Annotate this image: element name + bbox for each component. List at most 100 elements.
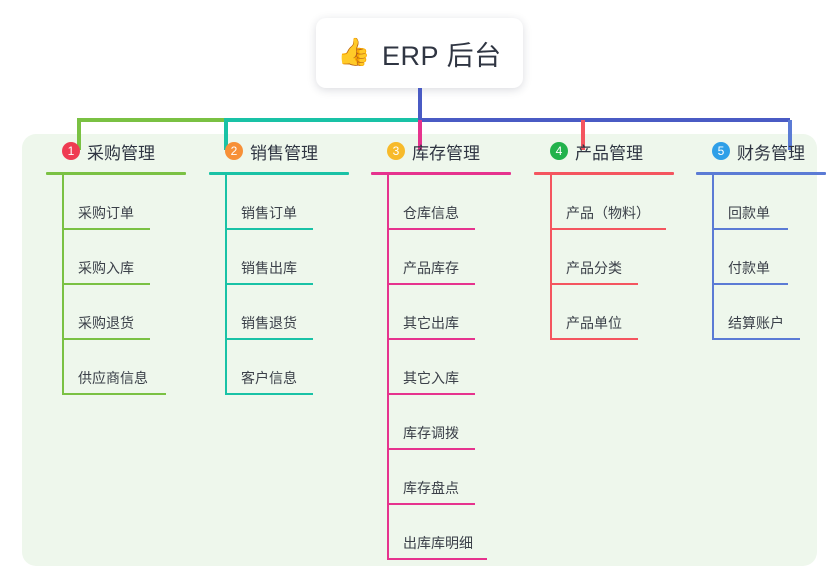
leaf-rule bbox=[712, 228, 788, 230]
thumbs-up-icon: 👍 bbox=[337, 36, 372, 67]
leaf-rule bbox=[387, 558, 487, 560]
leaf-label: 回款单 bbox=[728, 205, 770, 221]
leaf-rule bbox=[550, 283, 638, 285]
leaf-rule bbox=[62, 228, 150, 230]
column-rule-2 bbox=[209, 172, 349, 175]
leaf-item[interactable]: 供应商信息 bbox=[46, 340, 186, 395]
leaf-item[interactable]: 采购退货 bbox=[46, 285, 186, 340]
diagram-panel bbox=[22, 134, 817, 566]
leaf-item[interactable]: 销售订单 bbox=[209, 175, 349, 230]
leaf-label: 产品（物料） bbox=[566, 205, 650, 221]
leaf-rule bbox=[712, 338, 800, 340]
column-header-4[interactable]: 4 产品管理 bbox=[534, 134, 674, 168]
leaf-label: 产品库存 bbox=[403, 260, 459, 276]
column-title-2: 销售管理 bbox=[250, 143, 318, 163]
column-4: 4 产品管理产品（物料） 产品分类产品单位 bbox=[534, 134, 674, 340]
leaf-rule bbox=[62, 393, 166, 395]
column-items-3: 仓库信息产品库存其它出库其它入库库存调拨库存盘点出库库明细 bbox=[371, 175, 511, 560]
column-spine-2 bbox=[225, 175, 227, 395]
leaf-label: 结算账户 bbox=[728, 315, 784, 331]
column-badge-1: 1 bbox=[62, 142, 80, 160]
column-3: 3 库存管理仓库信息产品库存其它出库其它入库库存调拨库存盘点出库库明细 bbox=[371, 134, 511, 560]
leaf-rule bbox=[387, 228, 475, 230]
leaf-item[interactable]: 产品单位 bbox=[534, 285, 674, 340]
column-rule-5 bbox=[696, 172, 826, 175]
leaf-label: 供应商信息 bbox=[78, 370, 148, 386]
leaf-rule bbox=[712, 283, 788, 285]
leaf-rule bbox=[550, 338, 638, 340]
column-items-5: 回款单付款单结算账户 bbox=[696, 175, 826, 340]
leaf-label: 库存盘点 bbox=[403, 480, 459, 496]
leaf-item[interactable]: 付款单 bbox=[696, 230, 826, 285]
leaf-item[interactable]: 采购入库 bbox=[46, 230, 186, 285]
column-badge-5: 5 bbox=[712, 142, 730, 160]
column-rule-3 bbox=[371, 172, 511, 175]
leaf-item[interactable]: 仓库信息 bbox=[371, 175, 511, 230]
leaf-rule bbox=[62, 283, 150, 285]
column-spine-5 bbox=[712, 175, 714, 340]
leaf-rule bbox=[225, 338, 313, 340]
root-title: ERP 后台 bbox=[382, 40, 502, 71]
column-header-1[interactable]: 1 采购管理 bbox=[46, 134, 186, 168]
leaf-rule bbox=[550, 228, 666, 230]
column-spine-3 bbox=[387, 175, 389, 560]
column-badge-4: 4 bbox=[550, 142, 568, 160]
leaf-label: 出库库明细 bbox=[403, 535, 473, 551]
column-rule-4 bbox=[534, 172, 674, 175]
leaf-item[interactable]: 产品分类 bbox=[534, 230, 674, 285]
leaf-label: 销售订单 bbox=[241, 205, 297, 221]
leaf-item[interactable]: 产品（物料） bbox=[534, 175, 674, 230]
leaf-rule bbox=[62, 338, 150, 340]
leaf-label: 销售出库 bbox=[241, 260, 297, 276]
leaf-rule bbox=[225, 228, 313, 230]
column-1: 1 采购管理采购订单采购入库采购退货供应商信息 bbox=[46, 134, 186, 395]
column-spine-1 bbox=[62, 175, 64, 395]
column-spine-4 bbox=[550, 175, 552, 340]
leaf-item[interactable]: 销售退货 bbox=[209, 285, 349, 340]
column-items-2: 销售订单销售出库销售退货客户信息 bbox=[209, 175, 349, 395]
leaf-rule bbox=[225, 393, 313, 395]
leaf-label: 库存调拨 bbox=[403, 425, 459, 441]
leaf-rule bbox=[387, 503, 475, 505]
leaf-rule bbox=[387, 393, 475, 395]
column-header-5[interactable]: 5 财务管理 bbox=[696, 134, 826, 168]
column-title-4: 产品管理 bbox=[575, 143, 643, 163]
leaf-label: 其它出库 bbox=[403, 315, 459, 331]
leaf-rule bbox=[387, 283, 475, 285]
leaf-label: 产品单位 bbox=[566, 315, 622, 331]
leaf-label: 付款单 bbox=[728, 260, 770, 276]
column-items-1: 采购订单采购入库采购退货供应商信息 bbox=[46, 175, 186, 395]
leaf-item[interactable]: 其它入库 bbox=[371, 340, 511, 395]
leaf-label: 采购入库 bbox=[78, 260, 134, 276]
column-title-5: 财务管理 bbox=[737, 143, 805, 163]
leaf-label: 产品分类 bbox=[566, 260, 622, 276]
leaf-item[interactable]: 客户信息 bbox=[209, 340, 349, 395]
leaf-item[interactable]: 回款单 bbox=[696, 175, 826, 230]
leaf-item[interactable]: 采购订单 bbox=[46, 175, 186, 230]
column-5: 5 财务管理回款单付款单结算账户 bbox=[696, 134, 826, 340]
leaf-item[interactable]: 库存调拨 bbox=[371, 395, 511, 450]
leaf-item[interactable]: 销售出库 bbox=[209, 230, 349, 285]
leaf-label: 采购退货 bbox=[78, 315, 134, 331]
leaf-rule bbox=[387, 338, 475, 340]
column-header-3[interactable]: 3 库存管理 bbox=[371, 134, 511, 168]
leaf-item[interactable]: 其它出库 bbox=[371, 285, 511, 340]
leaf-label: 其它入库 bbox=[403, 370, 459, 386]
root-node[interactable]: 👍 ERP 后台 bbox=[316, 18, 523, 88]
leaf-item[interactable]: 库存盘点 bbox=[371, 450, 511, 505]
column-rule-1 bbox=[46, 172, 186, 175]
leaf-item[interactable]: 出库库明细 bbox=[371, 505, 511, 560]
leaf-item[interactable]: 产品库存 bbox=[371, 230, 511, 285]
leaf-label: 客户信息 bbox=[241, 370, 297, 386]
column-title-1: 采购管理 bbox=[87, 143, 155, 163]
leaf-item[interactable]: 结算账户 bbox=[696, 285, 826, 340]
leaf-label: 销售退货 bbox=[241, 315, 297, 331]
column-items-4: 产品（物料） 产品分类产品单位 bbox=[534, 175, 674, 340]
column-badge-3: 3 bbox=[387, 142, 405, 160]
column-title-3: 库存管理 bbox=[412, 143, 480, 163]
leaf-rule bbox=[387, 448, 475, 450]
